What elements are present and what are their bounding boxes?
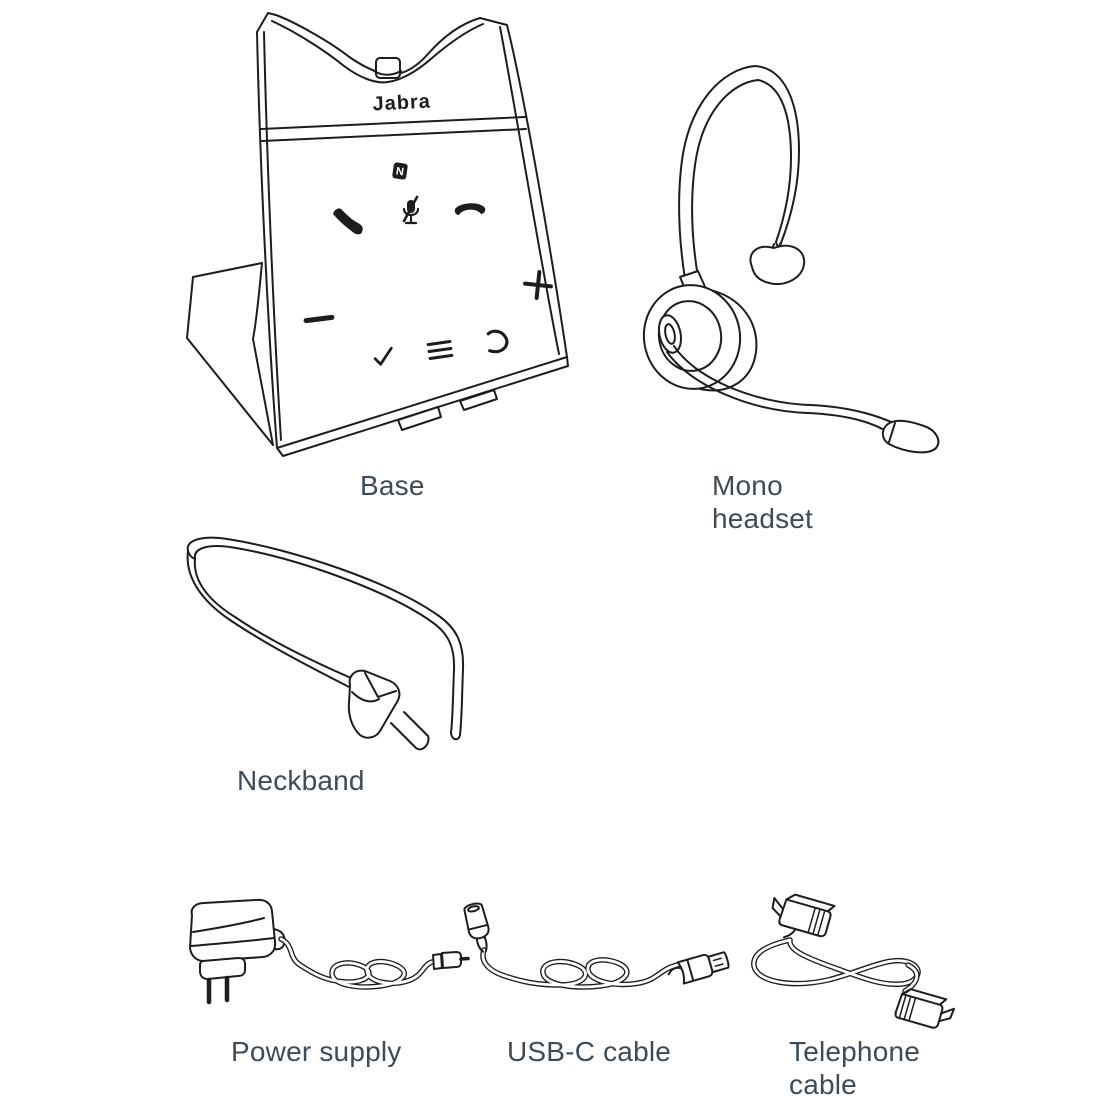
nfc-icon: N xyxy=(392,162,408,180)
label-power-supply: Power supply xyxy=(231,1036,402,1067)
label-mono-headset: Mono headset xyxy=(712,470,814,534)
usb-c-connector xyxy=(463,902,494,954)
adapter-body xyxy=(190,900,275,961)
label-base: Base xyxy=(360,470,425,501)
usb-a-connector xyxy=(666,949,730,987)
svg-text:N: N xyxy=(395,165,405,178)
mono-headset-illustration xyxy=(630,55,960,465)
ear-cushion xyxy=(636,277,749,396)
rj9-connector-top xyxy=(765,889,835,948)
telephone-cable-illustration xyxy=(740,885,970,1045)
base-body xyxy=(257,13,567,448)
answer-call-icon xyxy=(333,208,363,235)
jabra-logo: Jabra xyxy=(372,90,431,115)
volume-up-icon xyxy=(524,271,553,300)
back-icon xyxy=(488,330,508,352)
accept-icon xyxy=(374,348,392,364)
end-call-icon xyxy=(454,203,486,215)
usb-c-cable-illustration xyxy=(440,895,740,1015)
rj9-connector-bottom xyxy=(895,987,956,1032)
barrel-connector xyxy=(442,952,461,968)
neckband-illustration xyxy=(175,535,495,770)
boom-tip xyxy=(883,421,939,453)
volume-down-icon xyxy=(306,317,332,320)
base-foot xyxy=(187,263,273,445)
menu-icon xyxy=(428,342,452,359)
label-telephone-cable: Telephone cable xyxy=(789,1036,921,1100)
power-supply-illustration xyxy=(180,895,469,1020)
base-illustration: Jabra N xyxy=(180,8,590,458)
ear-gel xyxy=(750,246,804,284)
label-neckband: Neckband xyxy=(237,765,365,796)
neckband-connector xyxy=(349,671,400,738)
label-usb-c-cable: USB-C cable xyxy=(507,1036,672,1067)
microphone-boom xyxy=(674,346,902,427)
mute-microphone-icon xyxy=(404,197,418,223)
plug-prongs xyxy=(209,978,227,1002)
